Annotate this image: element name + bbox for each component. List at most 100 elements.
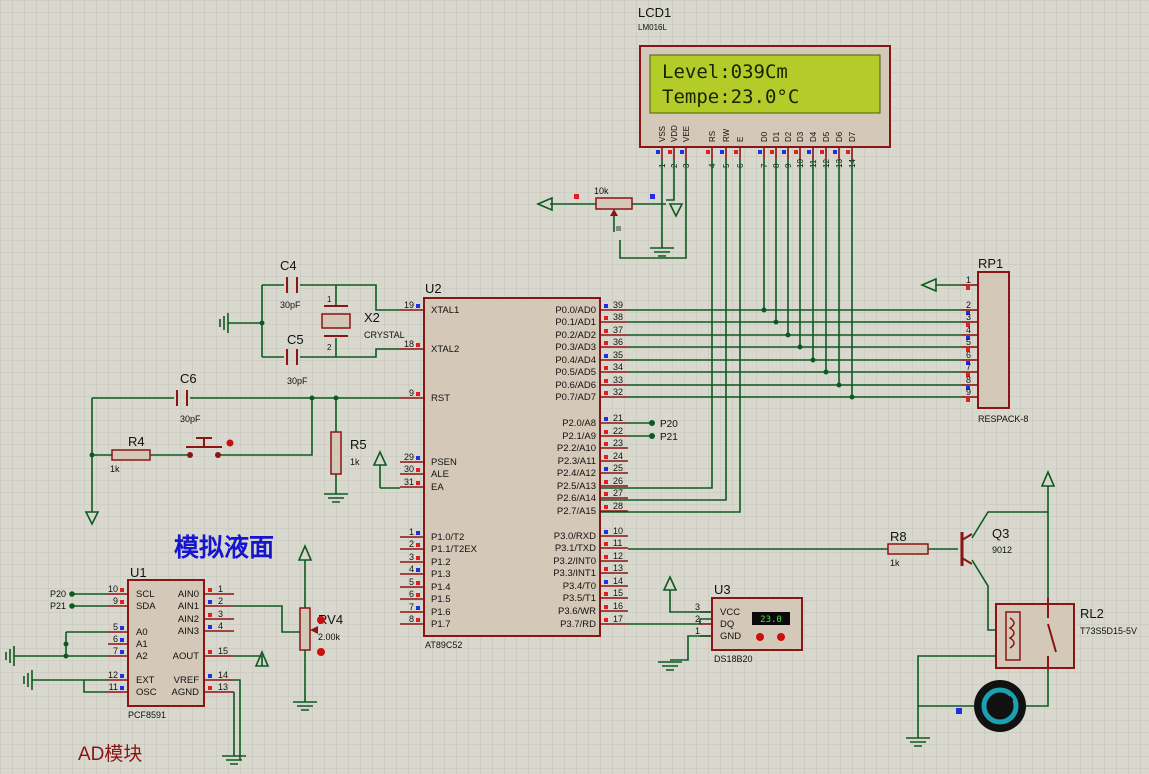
- wires-u1: [14, 631, 108, 693]
- pin-state-marker: [604, 341, 608, 345]
- u2-pin-number: 32: [613, 387, 623, 397]
- pin-state-marker: [208, 625, 212, 629]
- rl2-ref: RL2: [1080, 606, 1104, 621]
- pin-state-marker: [604, 391, 608, 395]
- u2-pin-name: P3.5/T1: [563, 593, 596, 604]
- capacitor-c4[interactable]: C4 30pF: [280, 258, 301, 310]
- pot-10k[interactable]: 10k: [574, 186, 655, 231]
- u2-pin-name: P2.2/A10: [557, 443, 596, 454]
- pin-state-marker: [604, 580, 608, 584]
- pin-state-marker: [770, 150, 774, 154]
- u2-pin-number: 15: [613, 588, 623, 598]
- x2-pin2: 2: [327, 343, 332, 352]
- lcd-line-2: Tempe:23.0°C: [662, 86, 799, 108]
- x2-pin1: 1: [327, 295, 332, 304]
- u2-pin-number: 35: [613, 350, 623, 360]
- u1-pin-number: 14: [218, 670, 228, 680]
- u1-pin-name: A0: [136, 627, 148, 638]
- pin-state-marker: [416, 481, 420, 485]
- rp1-pin-number: 5: [966, 337, 971, 347]
- pin-state-marker: [120, 626, 124, 630]
- pin-state-marker: [680, 150, 684, 154]
- lcd-pin-label: D2: [784, 131, 793, 142]
- capacitor-c6[interactable]: C6 30pF: [176, 371, 201, 424]
- r8-ref: R8: [890, 529, 907, 544]
- u1-pin-number: 11: [109, 682, 118, 692]
- u2-pin-number: 7: [409, 602, 414, 612]
- u1-pin-number: 10: [108, 584, 118, 594]
- u2-pin-name: P2.6/A14: [557, 493, 596, 504]
- u1-pin-number: 12: [108, 670, 118, 680]
- u2-pin-name: PSEN: [431, 457, 457, 468]
- u1-pin-name: VREF: [174, 675, 200, 686]
- u1-pin-name: SCL: [136, 589, 154, 600]
- u2-pin-number: 12: [613, 551, 623, 561]
- rv4-ref: RV4: [318, 612, 343, 627]
- pin-state-marker: [604, 442, 608, 446]
- lcd1[interactable]: LCD1 LM016L Level:039Cm Tempe:23.0°C VSS…: [638, 5, 891, 168]
- u3-pin-number: 2: [695, 614, 700, 624]
- u2-pin-number: 2: [409, 539, 414, 549]
- u2-pin-name: P0.5/AD5: [555, 367, 596, 378]
- u1-pin-name: SDA: [136, 601, 156, 612]
- resistor-r4[interactable]: R4 1k: [110, 434, 151, 474]
- net-label-p21: P21: [660, 432, 678, 443]
- pin-state-marker: [966, 311, 970, 315]
- pin-state-marker: [807, 150, 811, 154]
- pin-state-marker: [120, 686, 124, 690]
- net-terminal: [69, 591, 75, 597]
- crystal-x2[interactable]: X2 CRYSTAL 1 2: [321, 295, 405, 352]
- transistor-q3[interactable]: Q3 9012: [960, 526, 1012, 566]
- x2-part: CRYSTAL: [364, 330, 405, 340]
- lcd-pin-label: E: [736, 137, 745, 142]
- u2-pin-name: P0.2/AD2: [555, 330, 596, 341]
- pin-state-marker: [604, 379, 608, 383]
- pin-state-marker: [208, 686, 212, 690]
- u1-pin-number: 13: [218, 682, 228, 692]
- lcd-pin-label: D0: [760, 131, 769, 142]
- r5-value: 1k: [350, 457, 360, 467]
- u2-pin-number: 8: [409, 614, 414, 624]
- rp1-pin-number: 4: [966, 325, 971, 335]
- u2-pin-name: P1.6: [431, 607, 451, 618]
- pin-state-marker: [208, 650, 212, 654]
- ground-crystal: [219, 313, 229, 333]
- resistor-r8[interactable]: R8 1k: [887, 529, 929, 568]
- motor[interactable]: [956, 680, 1026, 732]
- wires-p0: [628, 309, 962, 625]
- pin-state-marker: [416, 392, 420, 396]
- pin-state-marker: [416, 568, 420, 572]
- capacitor-c5[interactable]: C5 30pF: [286, 332, 308, 386]
- relay-rl2[interactable]: RL2 T73S5D15-5V: [995, 598, 1137, 669]
- lcd-pin-label: D7: [848, 131, 857, 142]
- resistor-r5[interactable]: R5 1k: [330, 431, 367, 475]
- u1-pin-name: A1: [136, 639, 148, 650]
- u2-pin-name: P2.1/A9: [562, 431, 596, 442]
- vcc-terminal-rv4: [297, 543, 313, 561]
- u1-part: PCF8591: [128, 710, 166, 720]
- lcd-line-1: Level:039Cm: [662, 61, 788, 83]
- u2-pin-number: 6: [409, 589, 414, 599]
- u2-pin-number: 30: [404, 464, 414, 474]
- ad-module-label: AD模块: [78, 743, 142, 765]
- c5-value: 30pF: [287, 376, 308, 386]
- u3-pin-name: GND: [720, 631, 741, 642]
- u1-net-label: P21: [50, 601, 66, 611]
- u2-pin-number: 22: [613, 426, 623, 436]
- u2-ref: U2: [425, 281, 442, 296]
- u2-pin-number: 25: [613, 463, 623, 473]
- pin-state-marker: [416, 581, 420, 585]
- reset-button[interactable]: [180, 437, 234, 458]
- c4-ref: C4: [280, 258, 297, 273]
- u3-ref: U3: [714, 582, 731, 597]
- pin-state-marker: [604, 542, 608, 546]
- pin-state-marker: [604, 366, 608, 370]
- pin-state-marker: [416, 543, 420, 547]
- pin-state-marker: [656, 150, 660, 154]
- pin-state-marker: [966, 323, 970, 327]
